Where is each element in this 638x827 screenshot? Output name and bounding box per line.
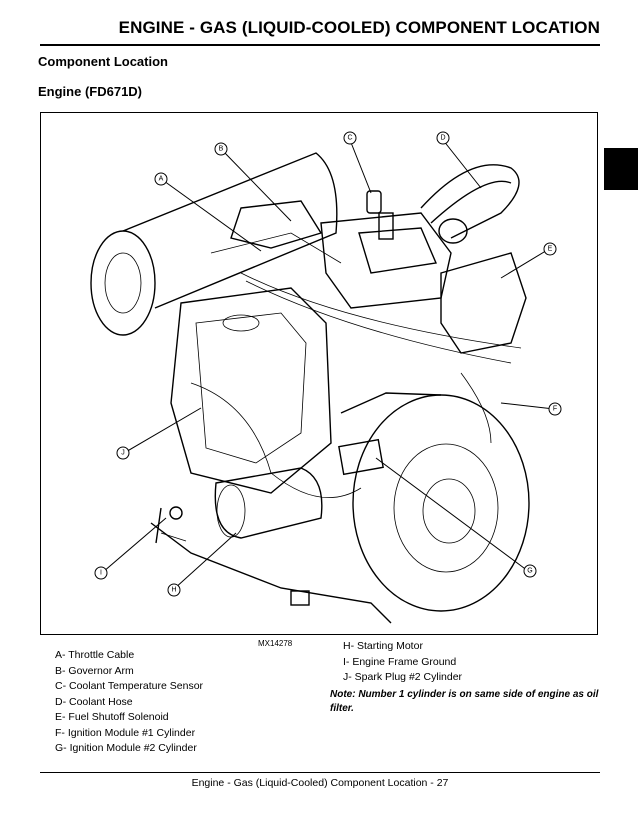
legend-item: C- Coolant Temperature Sensor <box>55 680 204 692</box>
thumb-index-tab <box>604 148 638 190</box>
legend-item: A- Throttle Cable <box>55 649 135 661</box>
callout-c: C <box>343 131 357 145</box>
callout-j: J <box>116 446 130 460</box>
header-rule <box>40 44 600 46</box>
callout-label-c: C <box>347 135 352 142</box>
callout-e: E <box>543 242 557 256</box>
legend-right: H- Starting Motor I- Engine Frame Ground… <box>343 639 462 686</box>
engine-drawing: A B C D E F G H I J <box>90 131 562 624</box>
legend-item: G- Ignition Module #2 Cylinder <box>55 742 197 754</box>
callout-d: D <box>436 131 450 145</box>
section-title: Component Location <box>38 54 168 69</box>
callout-label-b: B <box>219 146 224 153</box>
page-footer: Engine - Gas (Liquid-Cooled) Component L… <box>191 777 449 789</box>
callout-f: F <box>548 402 562 416</box>
cylinder-note: Note: Number 1 cylinder is on same side … <box>330 689 599 714</box>
callout-h: H <box>167 583 181 597</box>
callout-label-g: G <box>527 568 532 575</box>
callout-label-a: A <box>159 176 164 183</box>
legend-item: B- Governor Arm <box>55 664 134 677</box>
figure-id: MX14278 <box>258 639 293 648</box>
legend-item: D- Coolant Hose <box>55 695 133 708</box>
engine-illustration: A B C D E F G H I J <box>40 112 598 635</box>
callout-label-i: I <box>100 570 102 577</box>
legend-item: F- Ignition Module #1 Cylinder <box>55 726 196 739</box>
callout-label-e: E <box>548 246 553 253</box>
legend-item: J- Spark Plug #2 Cylinder <box>343 671 463 683</box>
page-header-title: ENGINE - GAS (LIQUID-COOLED) COMPONENT L… <box>118 18 600 37</box>
callout-i: I <box>94 566 108 580</box>
callout-label-d: D <box>440 135 445 142</box>
legend-item: H- Starting Motor <box>343 640 423 652</box>
callout-label-j: J <box>121 450 125 457</box>
subsection-title: Engine (FD671D) <box>38 84 143 99</box>
callout-b: B <box>214 142 228 156</box>
callout-label-h: H <box>171 587 176 594</box>
legend-left: A- Throttle Cable B- Governor Arm C- Coo… <box>55 648 203 757</box>
legend-item: I- Engine Frame Ground <box>343 655 457 668</box>
callout-g: G <box>523 564 537 578</box>
callout-a: A <box>154 172 168 186</box>
legend-item: E- Fuel Shutoff Solenoid <box>55 711 169 723</box>
callout-label-f: F <box>553 406 557 413</box>
footer-rule <box>40 772 600 773</box>
